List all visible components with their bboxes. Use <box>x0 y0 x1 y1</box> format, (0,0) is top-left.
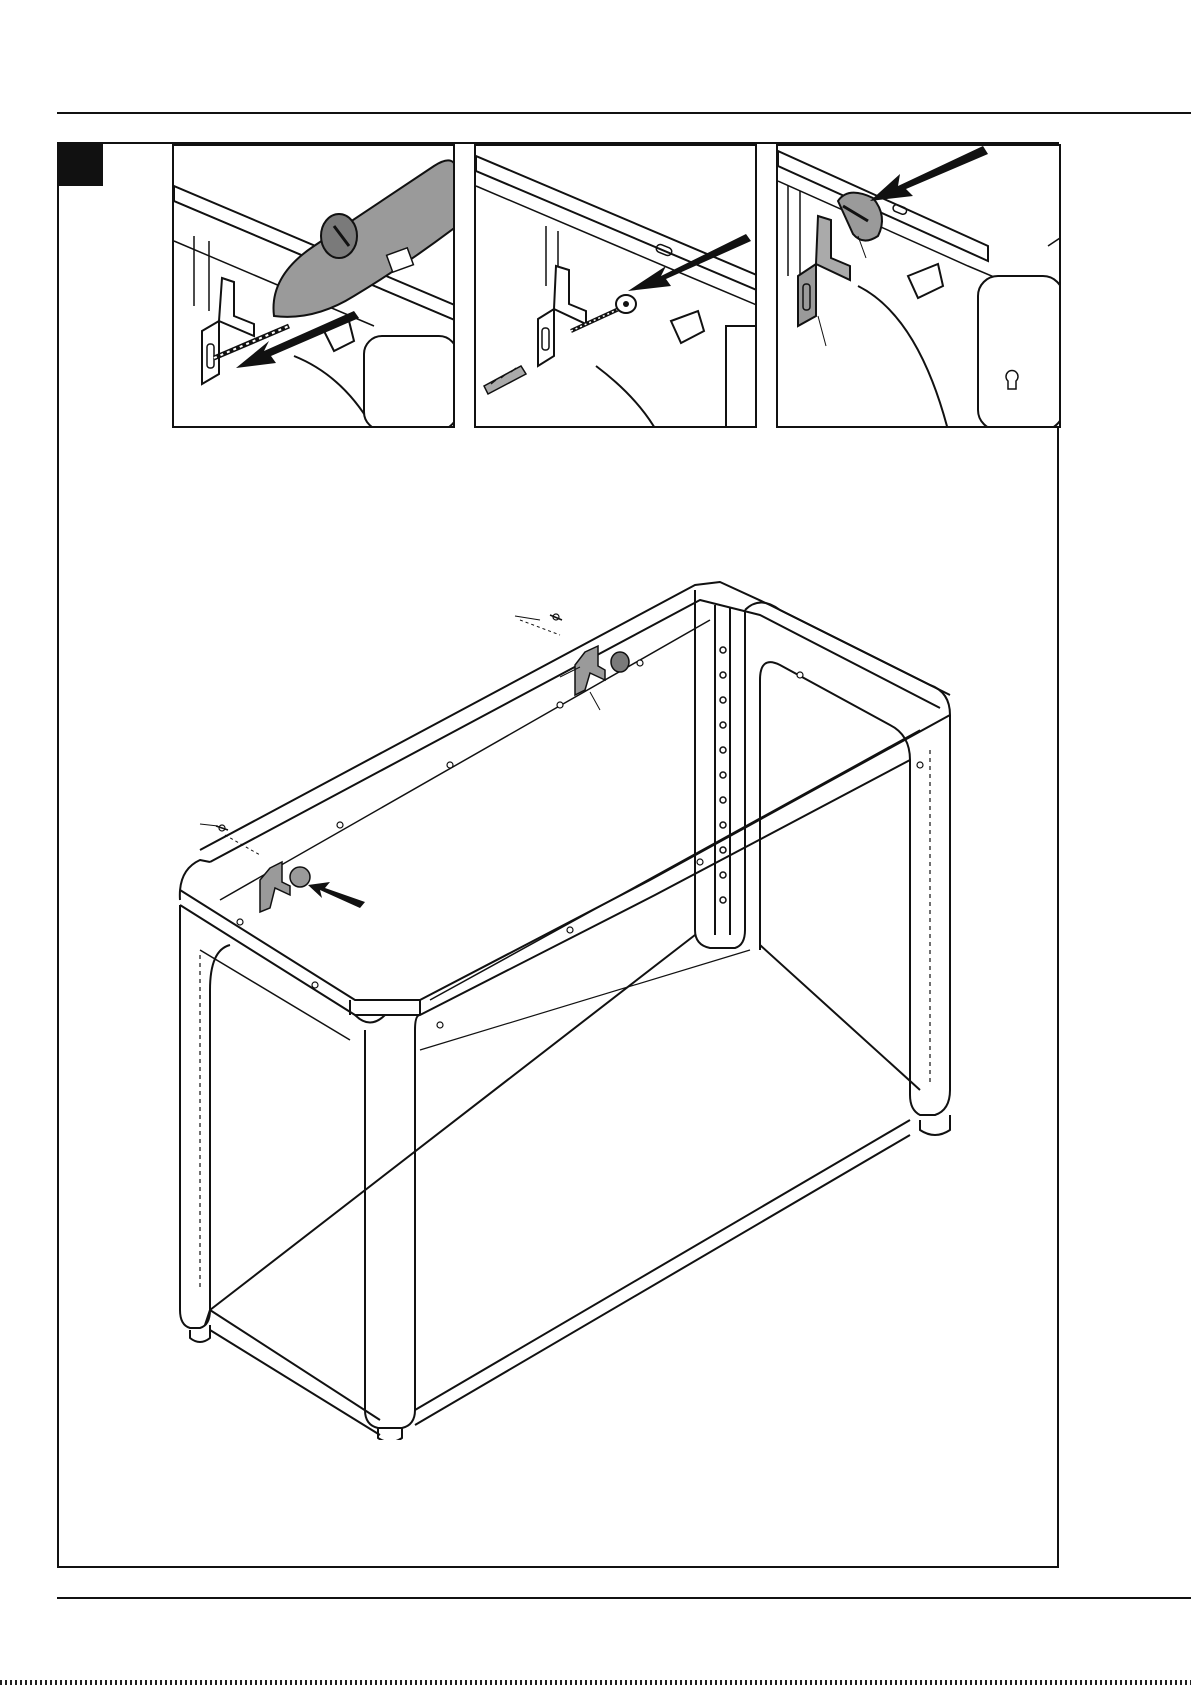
page-edge <box>0 1680 1191 1685</box>
bottom-rule <box>57 1597 1191 1599</box>
panel-cover <box>776 144 1061 428</box>
wall-plug-icon <box>484 366 526 394</box>
panel-drill <box>172 144 455 428</box>
top-rule <box>57 112 1191 114</box>
step-badge <box>59 144 103 186</box>
cover-cap-icon <box>778 146 1061 428</box>
panel-screw <box>474 144 757 428</box>
direction-arrow-icon <box>308 882 365 908</box>
drill-icon <box>174 146 455 428</box>
screw-icon <box>476 146 757 428</box>
frame-icon <box>120 430 970 1440</box>
